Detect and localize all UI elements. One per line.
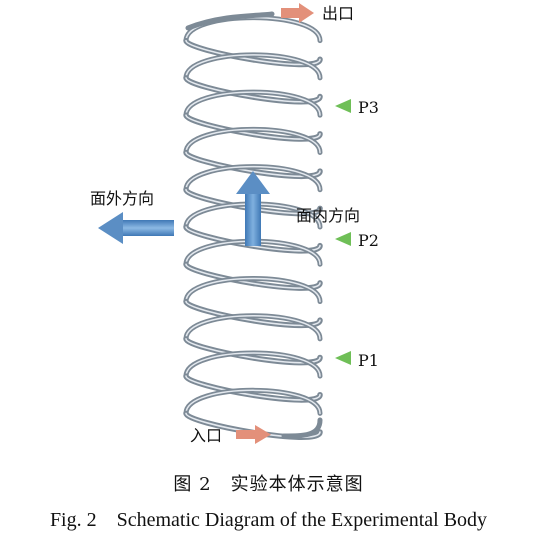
out-of-plane-direction-arrow xyxy=(98,212,174,244)
p3-marker-icon xyxy=(335,99,351,113)
inlet-arrow xyxy=(236,425,271,444)
outlet-label: 出口 xyxy=(322,4,354,23)
figure-caption-chinese: 图 2 实验本体示意图 xyxy=(173,474,364,495)
coil-turn-back-highlight xyxy=(185,54,321,79)
p3-label: P3 xyxy=(358,98,379,117)
coil-turn-back-highlight xyxy=(185,389,321,415)
p1-marker-icon xyxy=(335,351,351,365)
inlet-label: 入口 xyxy=(190,426,222,445)
coil-turn-front-highlight xyxy=(185,226,321,252)
outlet-arrow xyxy=(281,3,314,23)
coil-turn-front-highlight xyxy=(185,338,321,364)
coil-turn-front-highlight xyxy=(185,114,321,140)
coil-turn-back-highlight xyxy=(185,315,321,340)
coil-outlet-lead xyxy=(185,11,275,31)
coil-turn-front-highlight xyxy=(185,300,321,327)
coil-turn-back-highlight xyxy=(185,277,321,303)
coil-turn-front-highlight xyxy=(185,375,321,401)
p2-label: P2 xyxy=(358,231,379,250)
in-plane-direction-arrow xyxy=(236,171,270,246)
p2-marker-icon xyxy=(335,232,351,246)
coil-turn-back-highlight xyxy=(185,165,321,191)
figure-caption-english: Fig. 2 Schematic Diagram of the Experime… xyxy=(49,509,488,531)
out-of-plane-label: 面外方向 xyxy=(90,189,154,208)
p1-label: P1 xyxy=(358,351,379,370)
coil-turn-front-highlight xyxy=(185,263,321,289)
coil-turn-back-highlight xyxy=(185,91,321,116)
coil-turn-front-highlight xyxy=(185,77,321,103)
coil-turn-front-highlight xyxy=(185,39,321,66)
coil-turn-back-highlight xyxy=(185,128,321,154)
in-plane-label: 面内方向 xyxy=(296,206,360,225)
coil-turn-back-highlight xyxy=(185,352,321,377)
coil-inlet-lead xyxy=(281,417,323,439)
